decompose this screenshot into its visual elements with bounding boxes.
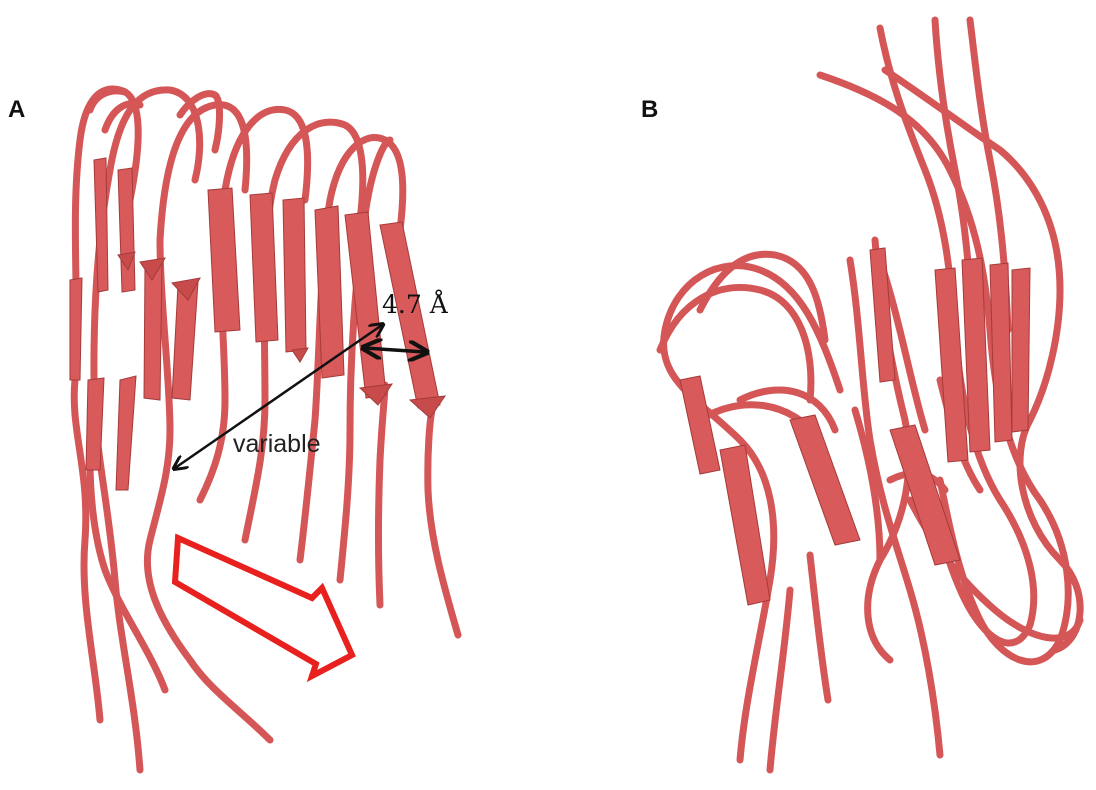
sheet-a13	[116, 376, 136, 490]
strand-a9	[428, 410, 458, 635]
panel-label-a: A	[8, 96, 25, 124]
strand-b5	[885, 70, 1060, 290]
sheet-a7	[283, 198, 306, 352]
direction-arrow	[165, 538, 352, 676]
sheet-a4	[172, 282, 198, 400]
sheet-a2	[118, 168, 135, 292]
strand-a2	[94, 90, 200, 770]
variable-label: variable	[233, 430, 321, 459]
sheet-b6	[790, 415, 860, 545]
sheet-b8	[680, 376, 720, 474]
spacing-label: 4.7 Å	[382, 290, 448, 319]
sheet-b9	[870, 248, 895, 382]
sheet-a5	[208, 188, 240, 332]
panel-b-structure	[660, 20, 1080, 770]
strand-b14	[810, 555, 828, 700]
strand-a8	[379, 385, 386, 605]
sheet-a11	[70, 278, 82, 380]
sheet-a6	[250, 193, 278, 342]
sheet-b4	[1012, 268, 1030, 432]
panel-label-b: B	[641, 96, 658, 124]
sheet-b3	[990, 263, 1012, 442]
sheet-a3	[144, 262, 162, 400]
strand-b13	[770, 590, 790, 770]
